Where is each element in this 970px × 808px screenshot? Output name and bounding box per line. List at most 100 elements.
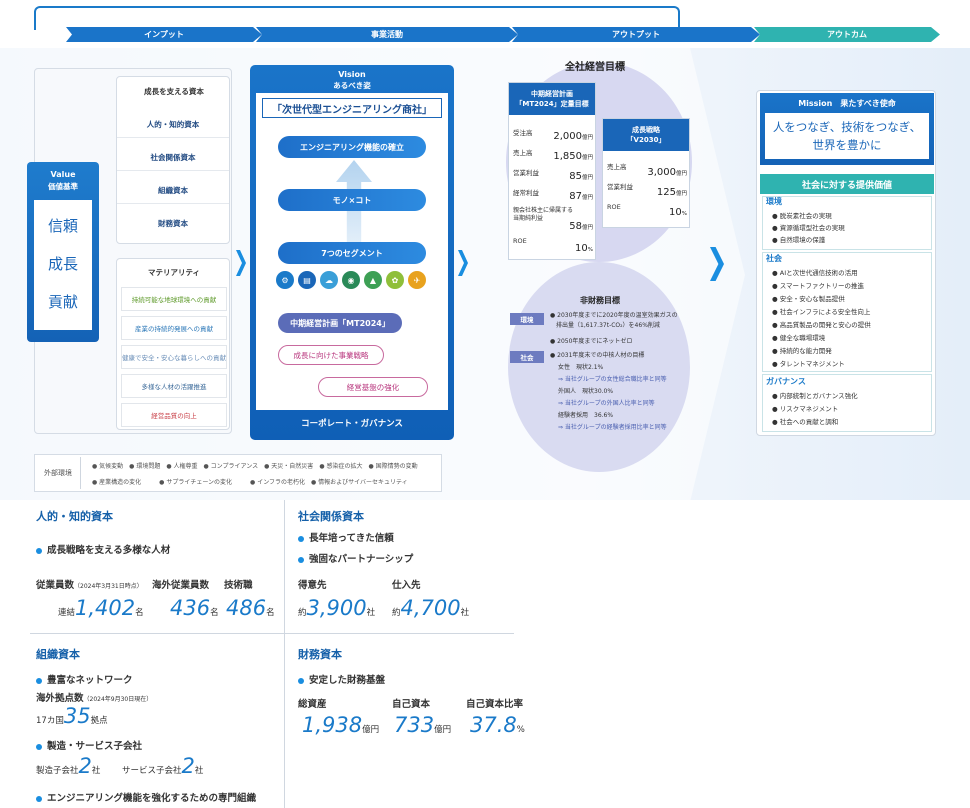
v-row-unit: %	[681, 211, 687, 217]
equity-ratio-value: 37.8%	[470, 713, 525, 737]
outcome-env-item: ● 自然環境の保護	[772, 236, 826, 244]
v-card-title-1: 成長戦略	[632, 126, 660, 134]
segment-icon-6: ✿	[386, 271, 404, 289]
materiality-5: 経営品質の向上	[121, 403, 227, 427]
mono-koto-pill: モノ×コト	[278, 189, 426, 211]
capital-panel: 成長を支える資本 人的・知的資本 社会関係資本 組織資本 財務資本	[116, 76, 230, 244]
engineering-function-pill: エンジニアリング機能の確立	[278, 136, 426, 158]
flow-loop-line	[34, 6, 680, 30]
env-tag: 環境	[510, 313, 544, 325]
vision-title: Vision	[338, 70, 366, 79]
materiality-2: 産業の持続的発展への貢献	[121, 316, 227, 340]
targets-title: 全社経営目標	[565, 61, 625, 73]
mt-row-unit: 億円	[581, 175, 593, 181]
value-growth: 成長	[47, 254, 78, 273]
overseas-employee-value: 436名	[170, 596, 219, 620]
nonfin-circle	[508, 262, 690, 472]
supplier-label: 仕入先	[392, 580, 421, 591]
mission-text-1: 人をつなぎ、技術をつなぎ、	[772, 120, 922, 134]
mt-row-label: 売上高	[513, 149, 533, 157]
env-line-1: ● 2030年度までに2020年度の温室効果ガスの	[550, 312, 678, 319]
divider	[80, 457, 81, 489]
capital-finance: 財務資本	[158, 219, 188, 228]
mt-row-value: 1,850	[553, 151, 582, 162]
external-env-box	[34, 454, 442, 492]
outcome-gov-head: ガバナンス	[766, 377, 806, 386]
outcome-soc-box	[762, 252, 932, 372]
overseas-base-value: 17カ国35拠点	[36, 704, 108, 728]
mission-text-2: 世界を豊かに	[812, 138, 882, 152]
org-capital-bullet-1: 豊富なネットワーク	[36, 672, 133, 686]
capital-social: 社会関係資本	[117, 144, 229, 171]
v-row-value: 10	[669, 207, 682, 218]
env-line-2: 排出量（1,617.37t-CO₂）を46%削減	[556, 322, 660, 329]
segment-icon-5: ▲	[364, 271, 382, 289]
v-row-unit: 億円	[675, 171, 687, 177]
mission-box: Mission 果たすべき使命 人をつなぎ、技術をつなぎ、 世界を豊かに	[760, 93, 934, 165]
external-env-row-1: ● 気候変動 ● 環境問題 ● 人権尊重 ● コンプライアンス ● 天災・自然災…	[92, 463, 418, 470]
outcome-soc-item: ● スマートファクトリーの推進	[772, 282, 865, 290]
value-sub: 価値基準	[48, 181, 78, 191]
mt-row-value: 85	[569, 171, 582, 182]
growth-strategy-pill: 成長に向けた事業戦略	[278, 345, 384, 365]
org-capital-title: 組織資本	[36, 648, 80, 661]
outcome-env-head: 環境	[766, 197, 782, 206]
v-row-value: 125	[656, 187, 676, 198]
outcome-soc-item: ● 健全な職場環境	[772, 334, 826, 342]
capital-title: 成長を支える資本	[144, 86, 204, 96]
segment-icon-4: ◉	[342, 271, 360, 289]
financial-capital-title: 財務資本	[298, 648, 342, 661]
outcome-env-item: ● 脱炭素社会の実現	[772, 212, 832, 220]
v-row-unit: 億円	[675, 191, 687, 197]
value-trust: 信頼	[47, 216, 78, 235]
segment-icon-1: ⚙	[276, 271, 294, 289]
soc-line-4: 外国人 現状30.0%	[558, 388, 614, 395]
outcome-soc-item: ● 安全・安心な製品提供	[772, 295, 845, 303]
mt-row-label: 営業利益	[513, 169, 539, 177]
v-card-title-2: 「V2030」	[626, 136, 666, 144]
mt-row-value: 87	[569, 191, 582, 202]
outcome-env-item: ● 資源循環型社会の実現	[772, 224, 845, 232]
soc-line-5: ⇒ 当社グループの外国人比率と同等	[558, 400, 655, 407]
equity-label: 自己資本	[392, 699, 431, 710]
v-row-label: ROE	[607, 203, 621, 211]
overseas-employee-label: 海外従業員数	[152, 580, 210, 591]
external-env-label: 外部環境	[44, 469, 72, 477]
svc-subsidiary-value: サービス子会社2社	[122, 754, 204, 778]
segment-icon-3: ☁	[320, 271, 338, 289]
tech-staff-value: 486名	[226, 596, 275, 620]
org-capital-bullet-2: 製造・サービス子会社	[36, 738, 142, 752]
vision-slogan: 「次世代型エンジニアリング商社」	[262, 98, 442, 118]
employee-label: 従業員数（2024年3月31日時点）	[36, 580, 143, 591]
mt-row-label: 親会社株主に帰属する当期純利益	[513, 207, 574, 222]
mt-row-unit: 億円	[581, 225, 593, 231]
social-value-title: 社会に対する提供価値	[760, 174, 934, 194]
human-capital-bullet: 成長戦略を支える多様な人材	[36, 542, 170, 556]
value-title: Value	[50, 169, 76, 179]
outcome-soc-item: ● 高品質製品の開発と安心の提供	[772, 321, 871, 329]
v-row-label: 売上高	[607, 163, 627, 171]
equity-value: 733億円	[394, 713, 452, 737]
social-capital-bullet-2: 強固なパートナーシップ	[298, 551, 413, 565]
mt-row-value: 2,000	[553, 131, 582, 142]
horizontal-divider	[30, 633, 514, 634]
mt2024-card: 中期経営計画 「MT2024」定量目標 受注高 2,000億円 売上高 1,85…	[508, 82, 596, 260]
value-contribution: 貢献	[47, 292, 78, 311]
mt-row-unit: 億円	[581, 195, 593, 201]
customer-label: 得意先	[298, 580, 327, 591]
phase-output: アウトプット	[512, 27, 760, 42]
soc-line-6: 経験者採用 36.6%	[558, 412, 614, 419]
v2030-card: 成長戦略 「V2030」 売上高 3,000億円 営業利益 125億円 ROE …	[602, 118, 690, 228]
outcome-soc-item: ● 社会インフラによる安全性向上	[772, 308, 871, 316]
materiality-4: 多様な人材の活躍推進	[121, 374, 227, 398]
overseas-base-label: 海外拠点数（2024年9月30日現在）	[36, 693, 153, 704]
soc-line-7: ⇒ 当社グループの経験者採用比率と同等	[558, 424, 667, 431]
equity-ratio-label: 自己資本比率	[466, 699, 524, 710]
mt-row-unit: %	[587, 247, 593, 253]
materiality-3: 健康で安全・安心な暮らしへの貢献	[121, 345, 227, 369]
governance-label: コーポレート・ガバナンス	[301, 419, 403, 429]
materiality-title: マテリアリティ	[147, 267, 201, 277]
value-inner: 信頼 成長 貢献	[34, 200, 92, 330]
social-capital-title: 社会関係資本	[298, 510, 364, 523]
total-assets-value: 1,938億円	[302, 713, 380, 737]
